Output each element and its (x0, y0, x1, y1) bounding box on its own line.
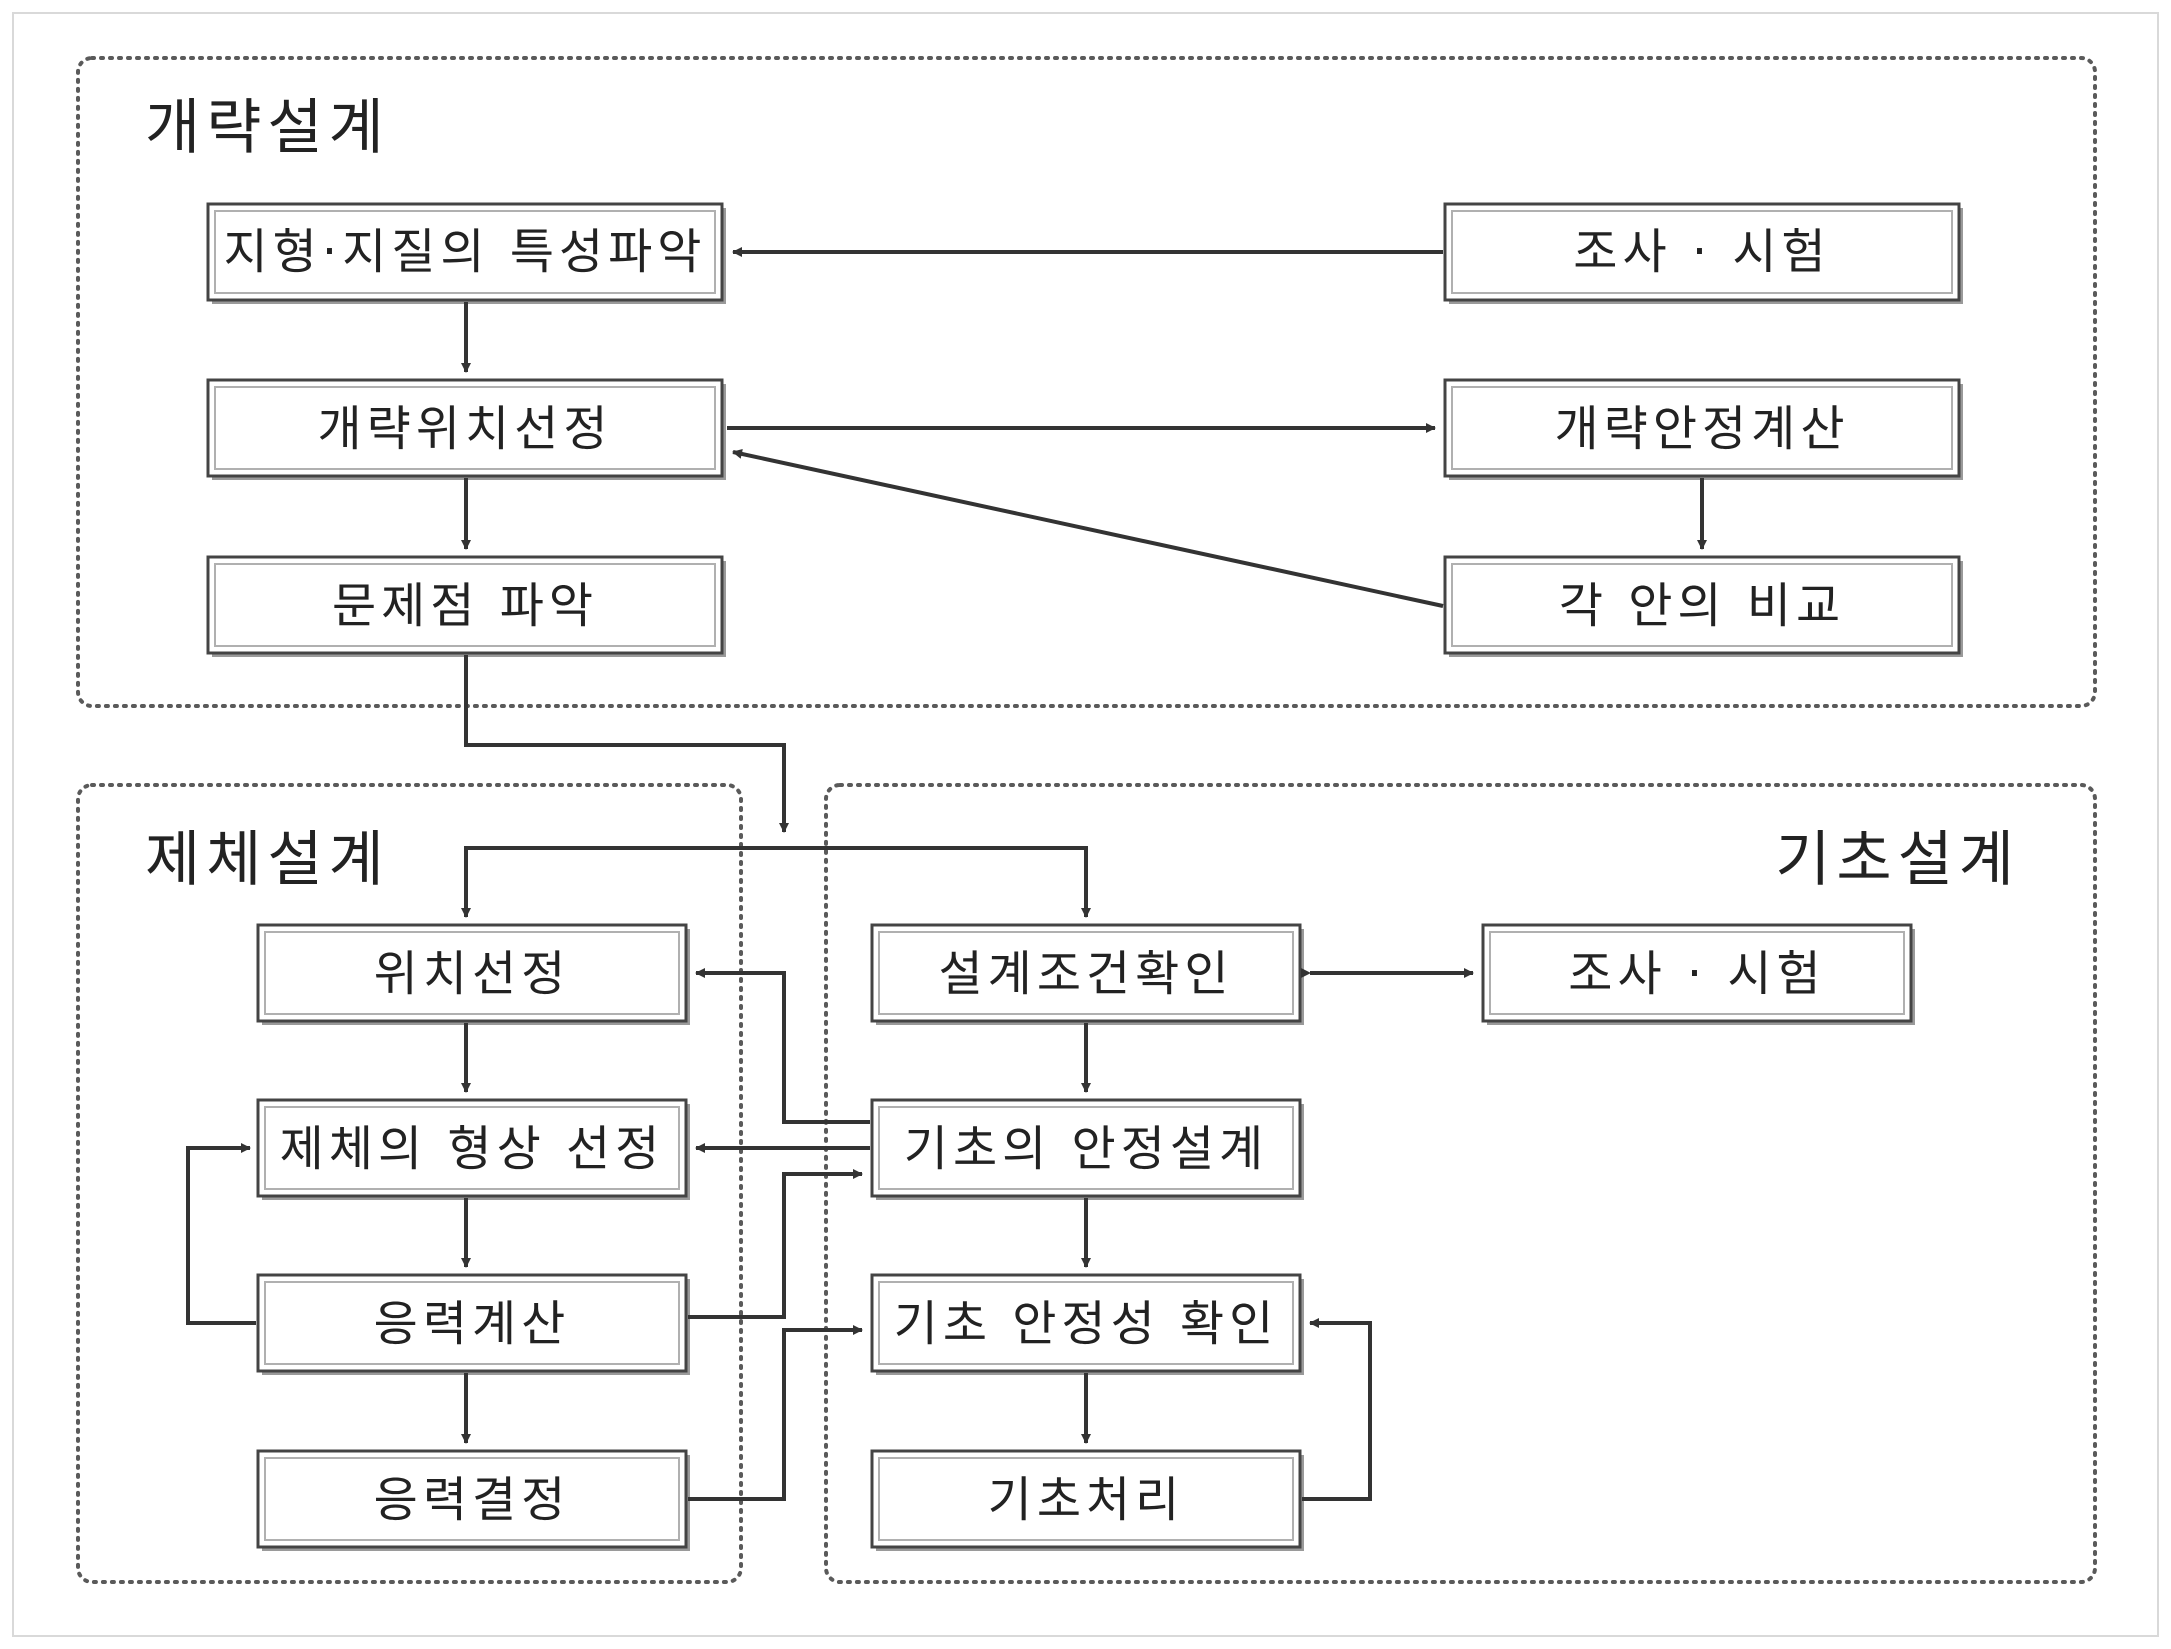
svg-text:조사 · 시험: 조사 · 시험 (1568, 946, 1825, 1002)
box-survey-test-top: 조사 · 시험 (1443, 202, 1963, 304)
svg-text:기초처리: 기초처리 (988, 1472, 1185, 1528)
box-location-selection: 위치선정 (256, 923, 690, 1025)
svg-text:기초 안정성 확인: 기초 안정성 확인 (894, 1296, 1279, 1352)
arrow-problem-to-split (464, 655, 789, 833)
panel-title-rough-design: 개략설계 (145, 93, 390, 163)
svg-text:설계조건확인: 설계조건확인 (939, 946, 1234, 1002)
svg-text:조사 · 시험: 조사 · 시험 (1573, 224, 1830, 280)
box-shape-selection: 제체의 형상 선정 (256, 1098, 690, 1200)
box-stress-calc: 응력계산 (256, 1273, 690, 1375)
box-problem-identification: 문제점 파악 (206, 555, 726, 657)
box-foundation-stability-check: 기초 안정성 확인 (870, 1273, 1304, 1375)
svg-text:기초의 안정설계: 기초의 안정설계 (904, 1121, 1268, 1177)
box-survey-test-bottom: 조사 · 시험 (1481, 923, 1915, 1025)
box-alternative-compare: 각 안의 비교 (1443, 555, 1963, 657)
box-terrain-geology: 지형·지질의 특성파악 (206, 202, 726, 304)
panel-foundation-design: 기초설계 (824, 783, 2097, 1584)
arrow-stress-decision-to-check (688, 1325, 863, 1501)
panel-title-embankment-design: 제체설계 (145, 825, 390, 895)
arrow-split-to-design-condition (784, 846, 1091, 918)
svg-text:지형·지질의 특성파악: 지형·지질의 특성파악 (224, 224, 707, 280)
svg-text:각 안의 비교: 각 안의 비교 (1559, 578, 1845, 634)
box-rough-stability: 개략안정계산 (1443, 378, 1963, 480)
box-design-condition: 설계조건확인 (870, 923, 1304, 1025)
svg-text:개략위치선정: 개략위치선정 (318, 401, 613, 457)
svg-text:응력결정: 응력결정 (374, 1472, 571, 1528)
svg-text:제체의 형상 선정: 제체의 형상 선정 (280, 1121, 665, 1177)
panel-title-foundation-design: 기초설계 (1775, 825, 2020, 895)
box-foundation-treatment: 기초처리 (870, 1449, 1304, 1551)
arrow-treatment-loop-to-check (1302, 1318, 1372, 1501)
arrow-stability-design-to-location (695, 968, 870, 1124)
box-rough-location: 개략위치선정 (206, 378, 726, 480)
panel-embankment-design: 제체설계 (76, 783, 743, 1584)
panel-rough-design: 개략설계 (76, 56, 2097, 708)
arrow-compare-to-rough-location (732, 449, 1444, 608)
box-stress-decision: 응력결정 (256, 1449, 690, 1551)
box-foundation-stability-design: 기초의 안정설계 (870, 1098, 1304, 1200)
svg-text:문제점 파악: 문제점 파악 (332, 578, 598, 634)
svg-text:위치선정: 위치선정 (374, 946, 571, 1002)
arrow-stress-calc-loop-to-shape (186, 1143, 256, 1325)
arrow-split-to-location (461, 846, 784, 918)
svg-text:개략안정계산: 개략안정계산 (1555, 401, 1850, 457)
arrow-stress-calc-to-stability-design (688, 1169, 863, 1319)
svg-text:응력계산: 응력계산 (374, 1296, 571, 1352)
